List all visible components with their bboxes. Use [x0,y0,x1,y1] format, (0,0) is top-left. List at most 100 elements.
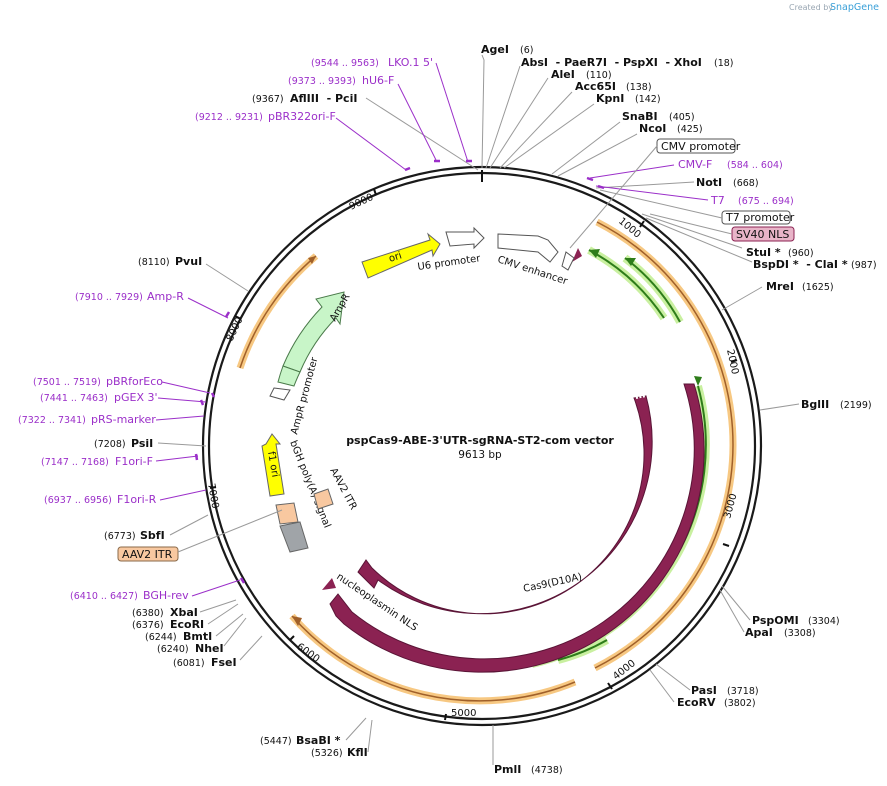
site-kflI[interactable]: (5326) KflI [311,746,368,759]
site-bmtI[interactable]: (6244) BmtI [145,630,212,643]
cmv-promoter-shape [561,251,575,271]
site-pos: (9367) [252,94,284,105]
t7-promoter-leader [599,189,723,219]
site-pvuI[interactable]: (8110) PvuI [138,255,202,268]
primer-pos: (675 .. 694) [738,196,794,207]
site-nheI[interactable]: (6240) NheI [157,642,224,655]
site-pmlI[interactable]: PmlI (4738) [494,763,563,776]
primer-pgex-3[interactable]: (7441 .. 7463) pGEX 3' [40,391,158,404]
site-pspOMI[interactable]: PspOMI (3304) [752,614,840,627]
site-name: SnaBI [622,110,658,123]
site-pos: (6380) [132,608,164,619]
primer-bgh-rev[interactable]: (6410 .. 6427) BGH-rev [70,589,189,602]
site-name: AleI [551,68,575,81]
site-stuI[interactable]: StuI * (960) [746,246,814,259]
site-sbfI[interactable]: (6773) SbfI [104,529,165,542]
primer-pos: (9544 .. 9563) [311,58,379,69]
primer-pbrforeco[interactable]: (7501 .. 7519) pBRforEco [33,375,163,388]
primer-f1ori-r[interactable]: (6937 .. 6956) F1ori-R [44,493,157,506]
site-bglII[interactable]: BglII (2199) [801,398,872,411]
scale-ticks [209,188,738,721]
site-aflIII-pciI[interactable]: (9367) AflIII - PciI [252,92,357,105]
primer-pbr322ori-f[interactable]: (9212 .. 9231) pBR322ori-F [195,110,336,123]
site-pos: (3304) [808,616,840,627]
plasmid-title: pspCas9-ABE-3'UTR-sgRNA-ST2-com vector [346,434,614,447]
site-pos: (960) [788,248,814,259]
t7-promoter-box[interactable]: T7 promoter [721,210,795,225]
cmv-promoter-box[interactable]: CMV promoter [656,138,741,154]
primer-pos: (7501 .. 7519) [33,377,101,388]
primer-name: pBR322ori-F [268,110,336,123]
primer-hu6-f[interactable]: (9373 .. 9393) hU6-F [288,74,394,87]
ampr-promoter-shape [269,387,291,401]
site-kpnI[interactable]: KpnI (142) [596,92,661,105]
site-psiI[interactable]: (7208) PsiI [94,437,153,450]
site-pos: (6) [520,45,533,56]
orf-green-top-arrow [589,249,600,258]
f1-ori-label: f1 ori [265,451,280,479]
site-pos: (6081) [173,658,205,669]
site-name: AflIII - PciI [290,92,357,105]
site-name: PvuI [175,255,202,268]
site-xbaI[interactable]: (6380) XbaI [132,606,198,619]
site-bsaBI[interactable]: (5447) BsaBI * [260,734,341,747]
t7-promoter-label: T7 promoter [725,211,795,224]
primer-amp-r[interactable]: (7910 .. 7929) Amp-R [75,290,184,303]
site-pos: (3802) [724,698,756,709]
site-absI-xhoI[interactable]: AbsI - PaeR7I - PspXI - XhoI (18) [521,56,734,69]
orf-green-top2-halo [622,254,684,324]
site-pos: (668) [733,178,759,189]
site-apaI[interactable]: ApaI (3308) [745,626,816,639]
cas9-d10a-label: Cas9(D10A) [522,572,583,595]
cas9-d10a-end-mark [635,395,647,399]
orf-green-top2-arrow [625,258,636,266]
site-pos: (142) [635,94,661,105]
primer-lko1-5[interactable]: (9544 .. 9563) LKO.1 5' [311,56,433,69]
site-name: SbfI [140,529,165,542]
primer-pos: (9373 .. 9393) [288,76,356,87]
primer-name: BGH-rev [143,589,189,602]
primer-name: T7 [710,194,725,207]
site-name: PasI [691,684,717,697]
primer-name: Amp-R [147,290,184,303]
site-bspDI-claI[interactable]: BspDI * - ClaI * (987) [753,258,877,271]
plasmid-length: 9613 bp [458,449,502,461]
site-mreI[interactable]: MreI (1625) [766,280,834,293]
site-pos: (425) [677,124,703,135]
site-ageI[interactable]: AgeI (6) [481,43,533,56]
site-pos: (110) [586,70,612,81]
site-name: NcoI [639,122,666,135]
aav2-itr-box[interactable]: AAV2 ITR [117,546,179,562]
primer-cmv-f[interactable]: CMV-F (584 .. 604) [678,158,783,171]
u6-promoter-shape [445,226,485,250]
primer-pos: (7441 .. 7463) [40,393,108,404]
site-pasI[interactable]: PasI (3718) [691,684,759,697]
primer-pos: (6410 .. 6427) [70,591,138,602]
site-fseI[interactable]: (6081) FseI [173,656,237,669]
site-ecoRI[interactable]: (6376) EcoRI [132,618,204,631]
primer-t7[interactable]: T7 (675 .. 694) [710,194,794,207]
site-acc65I[interactable]: Acc65I (138) [575,80,652,93]
site-aleI[interactable]: AleI (110) [551,68,612,81]
site-name: EcoRV [677,696,716,709]
primer-f1ori-f[interactable]: (7147 .. 7168) F1ori-F [41,455,153,468]
orf-arrowhead-left [308,256,316,264]
sv40-nls-leader [649,213,733,235]
primer-pos: (9212 .. 9231) [195,112,263,123]
site-ecoRV[interactable]: EcoRV (3802) [677,696,756,709]
snapgene-logo-text: SnapGene [830,2,879,13]
site-notI[interactable]: NotI (668) [696,176,759,189]
primer-name: pRS-marker [91,413,156,426]
site-snaBI[interactable]: SnaBI (405) [622,110,695,123]
site-pos: (987) [851,260,877,271]
sv40-nls-box[interactable]: SV40 NLS [731,226,795,242]
primer-prs-marker[interactable]: (7322 .. 7341) pRS-marker [18,413,156,426]
primer-name: pBRforEco [106,375,163,388]
orf-green-bottom [557,639,608,661]
cmv-enhancer-shape [497,233,559,263]
site-name: NotI [696,176,722,189]
site-ncoI[interactable]: NcoI (425) [639,122,703,135]
site-pos: (5326) [311,748,343,759]
site-pos: (6240) [157,644,189,655]
site-name: BsaBI * [296,734,341,747]
